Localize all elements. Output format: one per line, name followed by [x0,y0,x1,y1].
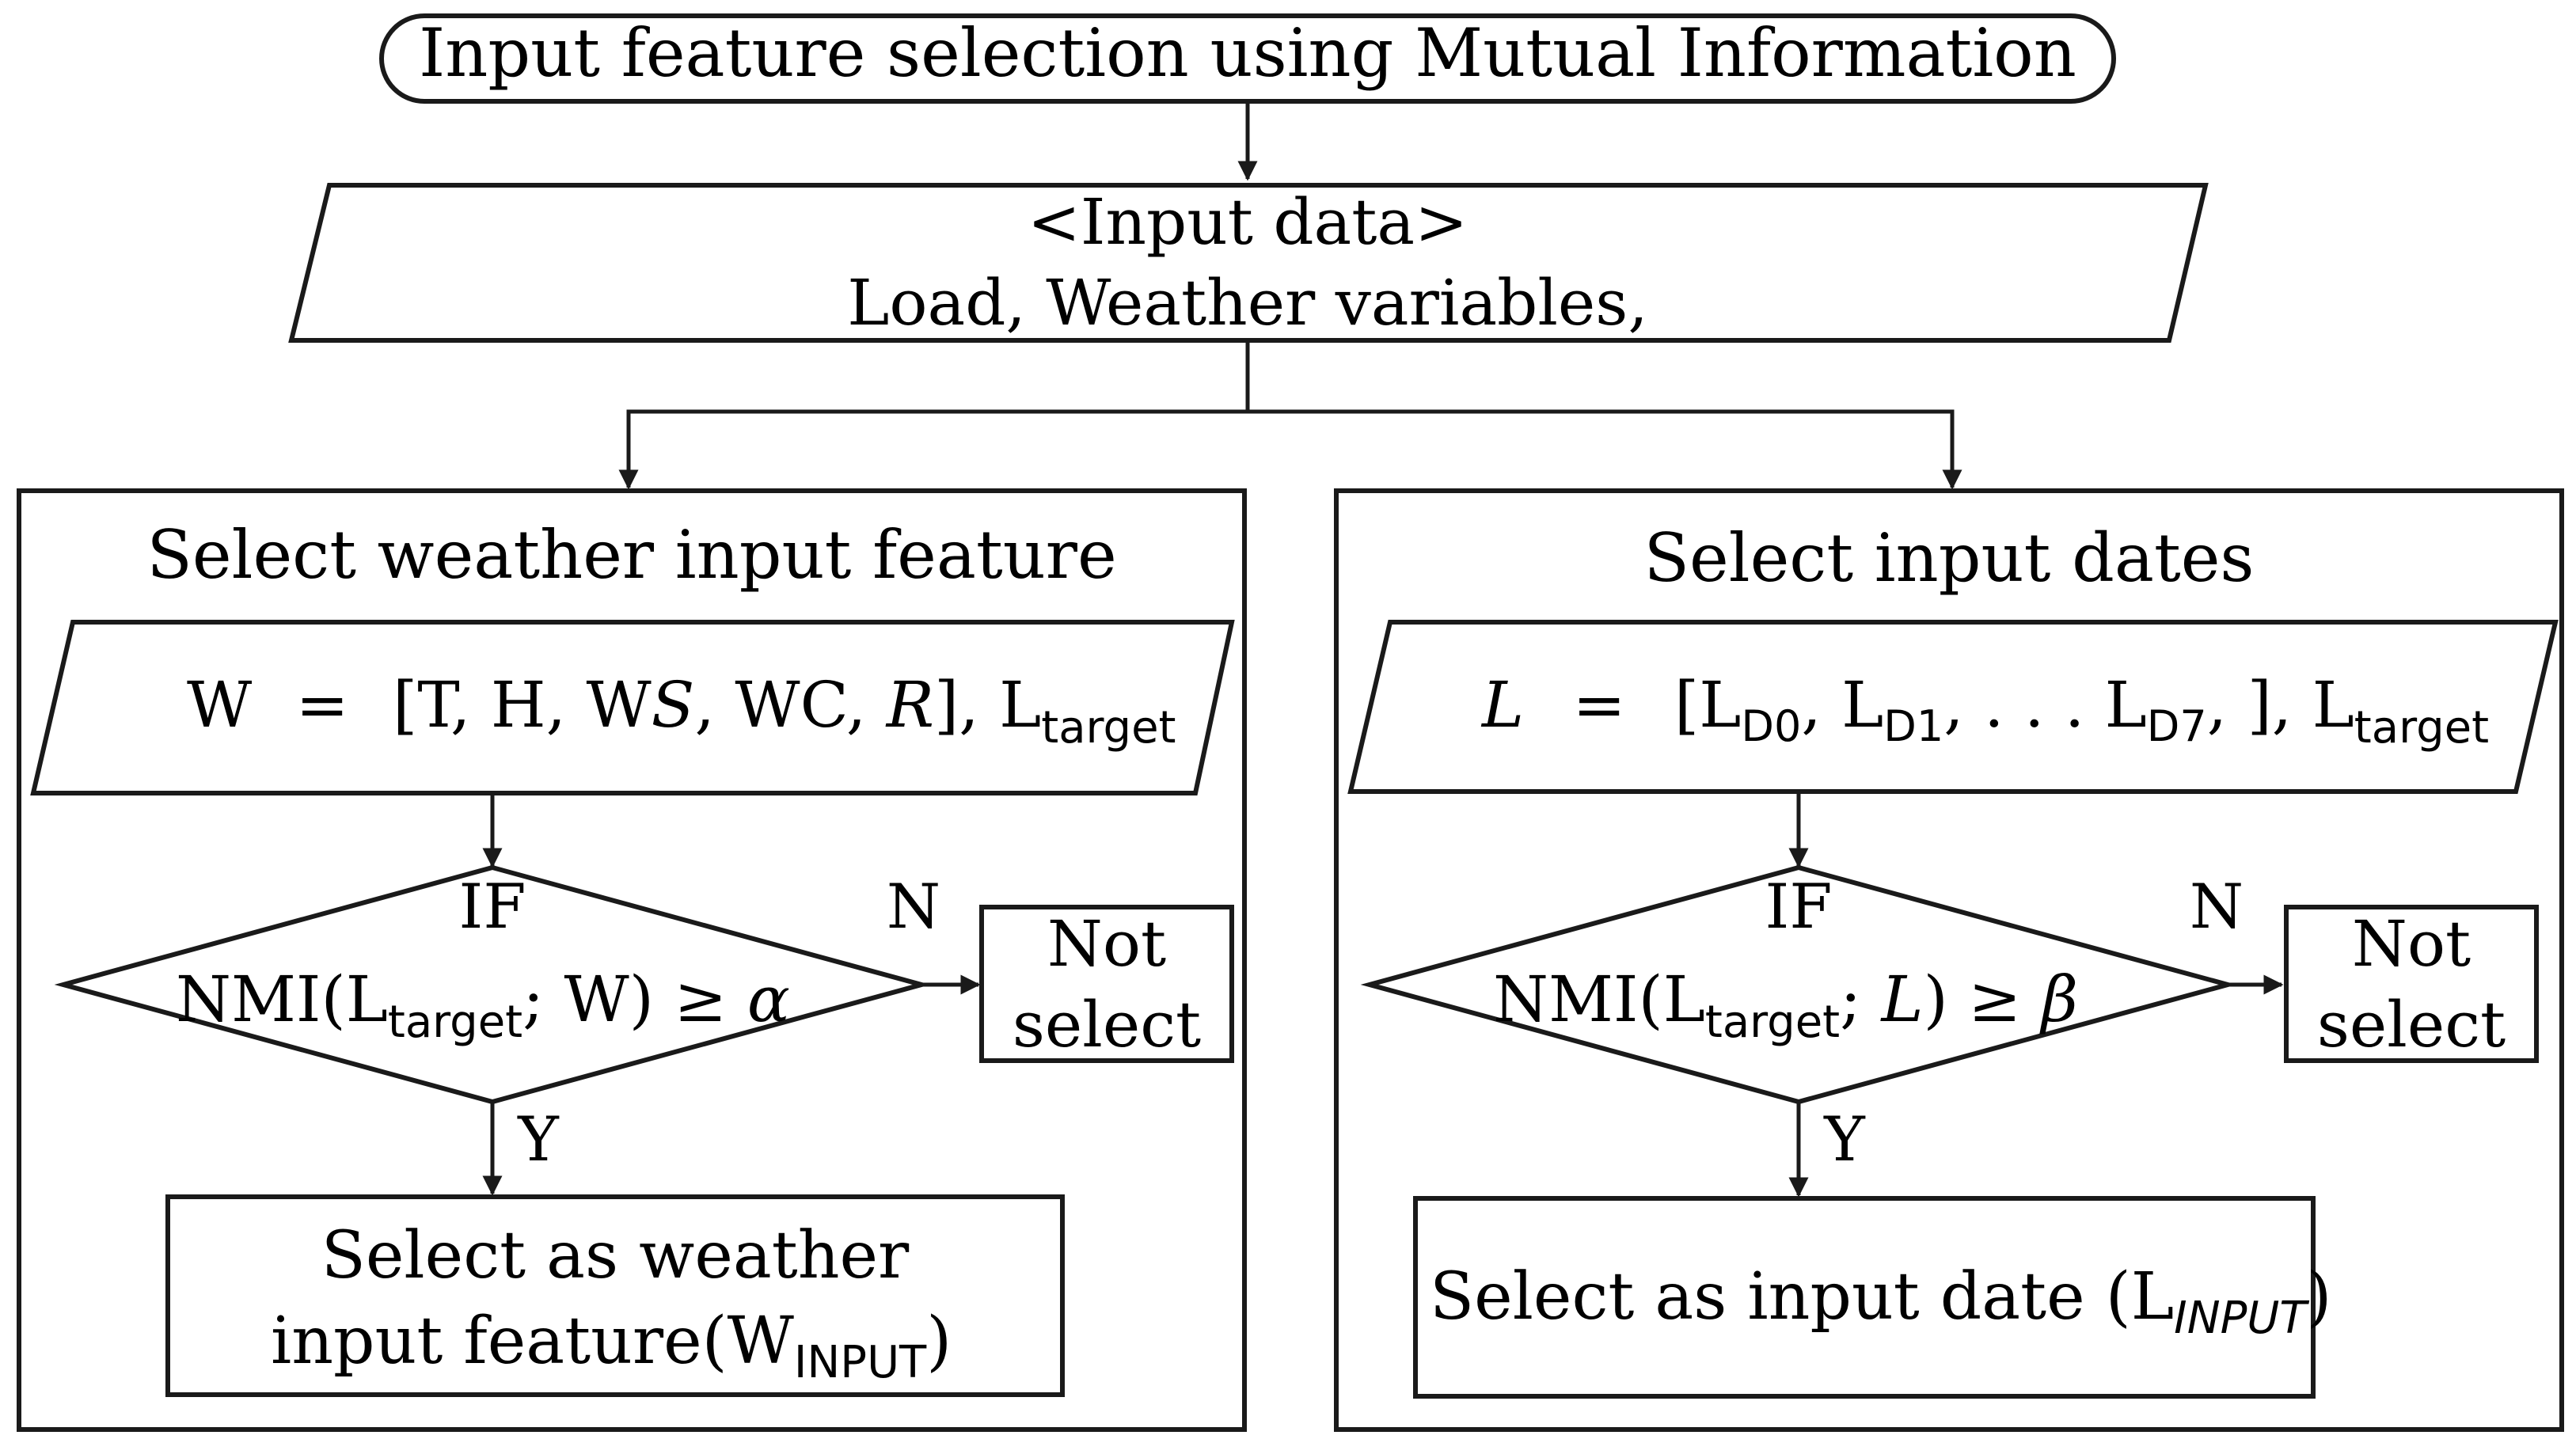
date-vector-parallelogram [1347,620,2559,794]
date-vector-d0: D0 [1741,701,1801,751]
weather-vector-part5: ], L [934,668,1041,742]
weather-vector-part2: S [652,668,695,742]
right-expr-var: L [1880,962,1924,1036]
right-if-label: IF [1765,871,1833,943]
left-not-select-line2: select [1013,988,1201,1061]
left-result-line2-sub: INPUT [794,1337,927,1388]
weather-vector-parallelogram [30,620,1235,795]
right-panel: Select input dates L = [LD0, LD1, . . . … [1334,488,2564,1432]
weather-vector-part4: R [885,668,934,742]
right-no-label: N [2190,871,2244,943]
left-result-box [165,1194,1065,1397]
title-text: Input feature selection using Mutual Inf… [419,14,2076,92]
date-vector-close: , ], L [2207,668,2354,742]
right-expr-prefix: NMI(L [1493,962,1705,1036]
left-panel: Select weather input feature W = [T, H, … [17,488,1247,1432]
right-not-select-box [2284,905,2539,1063]
input-data-parallelogram [288,183,2209,343]
title-terminator: Input feature selection using Mutual Inf… [379,13,2116,104]
right-not-select-line2: select [2317,988,2506,1061]
left-decision-expression: NMI(Ltarget; W) ≥ α [176,962,790,1048]
left-result-line2-suffix: ) [926,1304,952,1379]
right-result-sub: INPUT [2174,1293,2309,1344]
connector-split [626,409,1955,486]
left-result-line2-prefix: input feature(W [271,1304,795,1379]
left-expr-mid: ; W) ≥ [522,962,747,1036]
left-expr-target-sub: target [388,997,522,1048]
right-panel-frame [1334,488,2564,1432]
left-result-line2: input feature(WINPUT) [271,1304,952,1388]
weather-vector-target-sub: target [1041,702,1176,754]
date-vector-d1: D1 [1883,701,1943,751]
date-vector-text: L = [LD0, LD1, . . . LD7, ], Ltarget [1480,668,2489,754]
left-not-select-box [979,905,1234,1063]
left-no-label: N [887,871,940,943]
input-data-line1: <Input data> [1028,185,1468,259]
left-panel-heading: Select weather input feature [146,516,1116,594]
weather-vector-eq: = [296,668,349,742]
left-panel-frame [17,488,1247,1432]
left-yes-label: Y [517,1104,560,1175]
right-expr-threshold: β [2039,962,2078,1036]
date-vector-target-sub: target [2354,702,2489,754]
left-if-label: IF [459,871,526,943]
input-data-line2: Load, Weather variables, [847,266,1648,340]
weather-vector-lhs: W [187,668,252,742]
date-vector-open: [L [1674,668,1741,742]
right-result-box [1413,1196,2316,1399]
weather-vector-text: W = [T, H, WS, WC, R], Ltarget [187,668,1176,754]
right-not-select-line1: Not [2352,907,2471,981]
input-data-box: <Input data> Load, Weather variables, [288,183,2209,343]
right-yes-label: Y [1823,1104,1866,1175]
date-vector-sep2: , . . . L [1943,668,2147,742]
right-decision-expression: NMI(Ltarget; L) ≥ β [1493,962,2078,1048]
left-expr-threshold: α [747,962,790,1036]
date-vector-d7: D7 [2147,701,2207,751]
date-vector-sep1: , L [1801,668,1883,742]
left-not-select-line1: Not [1047,907,1166,981]
date-vector-eq: = [1573,668,1626,742]
right-expr-target-sub: target [1705,997,1840,1048]
right-expr-end: ) ≥ [1924,962,2042,1036]
right-result-prefix: Select as input date (L [1430,1259,2174,1335]
right-expr-mid: ; [1840,962,1881,1036]
weather-vector-part1: [T, H, W [393,668,652,742]
left-expr-prefix: NMI(L [176,962,388,1036]
right-result-text: Select as input date (LINPUT) [1430,1259,2332,1344]
date-vector-lhs: L [1480,668,1524,742]
right-panel-heading: Select input dates [1643,519,2254,597]
left-result-line1: Select as weather [321,1218,910,1293]
right-result-suffix: ) [2307,1259,2332,1335]
weather-vector-part3: , WC, [694,668,886,742]
